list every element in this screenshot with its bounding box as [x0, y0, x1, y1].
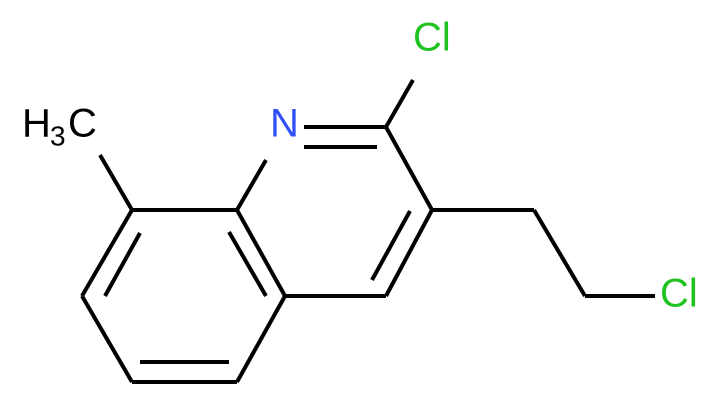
methyl-subscript: 3: [50, 120, 66, 151]
atom-chlorine-top: Cl: [413, 16, 451, 60]
bond-c8a-c4a: [235, 209, 287, 297]
bond-c3-c4: [384, 209, 434, 297]
atom-nitrogen: N: [270, 102, 299, 146]
bond-c2-cl: [384, 79, 415, 128]
bond-ch2-ch2: [532, 208, 587, 298]
bond-c8a-n1: [235, 158, 268, 212]
bond-c3-c4-inner: [370, 210, 412, 281]
bond-c8-ch3: [98, 153, 134, 212]
bonds: [80, 79, 655, 384]
bond-c2-c3: [384, 126, 434, 211]
bond-c4a-c5: [235, 295, 287, 383]
methyl-hydrogen: H: [22, 102, 51, 146]
bond-c6-c7: [80, 294, 134, 384]
atom-chlorine-right: Cl: [660, 272, 698, 316]
methyl-carbon: C: [68, 102, 97, 146]
bond-c7-c8-inner: [103, 232, 142, 297]
bond-c7-c8: [80, 208, 134, 298]
methyl-group-label: H 3 C: [22, 102, 97, 152]
bond-c8a-c4a-inner: [227, 230, 268, 298]
atom-labels: Cl N Cl H 3 C: [22, 16, 698, 316]
